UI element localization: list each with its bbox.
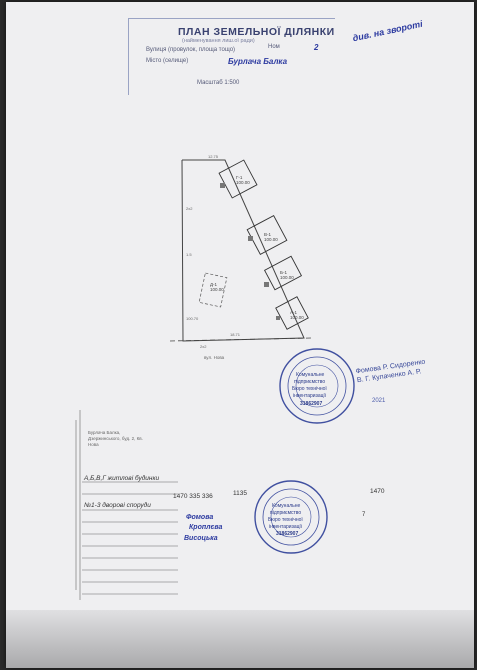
- seal-bottom-line2: підприємство: [270, 510, 302, 516]
- plan-scale: Масштаб 1:500: [197, 80, 240, 86]
- seal-top-line2: підприємство: [294, 379, 326, 385]
- house-label: Ном: [268, 44, 280, 50]
- building-b1: [263, 255, 303, 291]
- form-table: [75, 410, 178, 600]
- house-value: 2: [314, 43, 319, 52]
- legend-row-outbuildings: №1-3 дворові споруди: [84, 502, 151, 509]
- seal-top-id: 31862907: [300, 401, 323, 407]
- seal-bottom-line3: Бюро технічної: [268, 517, 303, 523]
- seal-bottom-id: 31862907: [276, 531, 299, 537]
- seal-top-line4: інвентаризації: [293, 393, 327, 399]
- signature-mark: 7: [362, 512, 366, 518]
- svg-text:100.70: 100.70: [186, 316, 199, 321]
- document-title: ПЛАН ЗЕМЕЛЬНОЇ ДІЛЯНКИ: [178, 26, 335, 38]
- number-field-1: 1470 335 336: [173, 493, 213, 500]
- sheet-bottom-shadow: [6, 610, 474, 668]
- street-label: Вулиця (провулок, площа тощо): [146, 47, 236, 53]
- building-g1: [218, 159, 258, 199]
- round-seal-top: [279, 348, 355, 424]
- signature-2: Кроплєва: [189, 524, 223, 531]
- svg-text:1.5: 1.5: [186, 252, 192, 257]
- document-subtitle: (найменування лиш.ої ради): [182, 38, 255, 44]
- building-a1: [275, 296, 309, 330]
- seal-bottom-line1: Комунальне: [272, 503, 301, 509]
- svg-text:2х2: 2х2: [200, 344, 207, 349]
- signature-3: Висоцька: [184, 535, 218, 542]
- city-value: Бурлача Балка: [228, 57, 288, 66]
- legend-row-residential: А,Б,В,Г житлові будинки: [84, 475, 160, 482]
- number-field-2: 1135: [233, 490, 247, 497]
- side-stamp-year: 2021: [372, 398, 386, 404]
- svg-text:12.75: 12.75: [208, 154, 219, 159]
- street-caption: вул. Нова: [204, 355, 225, 360]
- round-seal-bottom: [254, 480, 328, 554]
- signature-1: Фомова: [186, 514, 214, 521]
- address-block: Бурлача Балка, Дзержинського, буд. 2, Кв…: [88, 430, 143, 447]
- svg-text:18.71: 18.71: [230, 332, 241, 337]
- seal-top-line3: Бюро технічної: [292, 386, 327, 392]
- seal-bottom-line4: інвентаризації: [269, 524, 303, 530]
- document-sheet: [6, 2, 474, 668]
- header-frame: [128, 18, 335, 95]
- seal-top-line1: Комунальне: [296, 372, 325, 378]
- building-v1: [246, 214, 288, 256]
- svg-text:2х2: 2х2: [186, 206, 193, 211]
- city-label: Місто (селище): [146, 58, 189, 64]
- number-field-3: 1470: [370, 488, 385, 495]
